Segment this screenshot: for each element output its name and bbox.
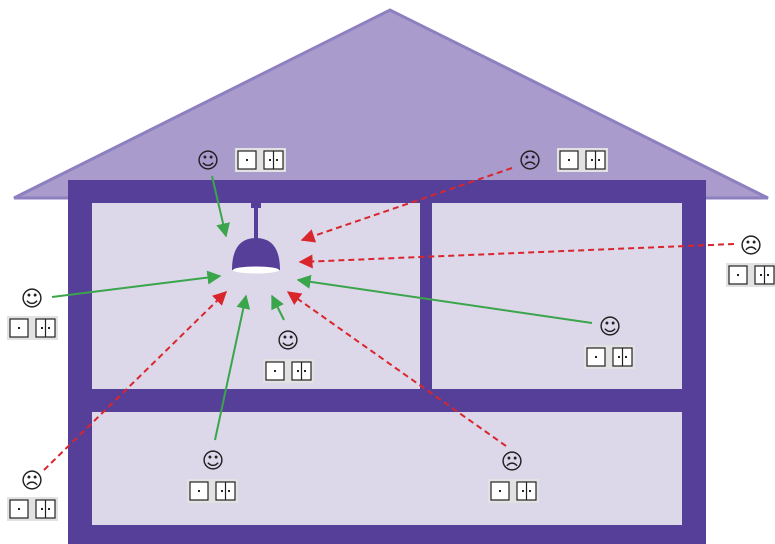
arrow-red-left-lower	[43, 291, 228, 471]
node-center-below-lamp: ☺	[263, 329, 314, 383]
arrow-green-center-below	[271, 294, 285, 321]
light-switch-icon	[7, 497, 58, 521]
room-upper-right	[432, 203, 682, 389]
node-left-upper: ☺	[7, 287, 58, 340]
arrow-red-top-right	[300, 167, 513, 243]
roof	[13, 8, 769, 200]
arrow-green-top-left	[211, 175, 230, 238]
smiley-face-icon: ☺	[277, 329, 300, 354]
light-switch-icon	[7, 316, 58, 340]
node-top-right-roof: ☹	[519, 148, 608, 174]
smiley-face-icon: ☺	[197, 149, 220, 174]
smiley-face-icon: ☺	[202, 449, 225, 474]
node-top-left-roof: ☺	[197, 148, 286, 174]
arrow-red-downstairs-right	[286, 291, 507, 447]
arrow-green-downstairs-left	[214, 294, 251, 441]
sad-face-icon: ☹	[21, 469, 44, 494]
arrow-red-right-outside	[298, 243, 735, 269]
light-switch-icon	[488, 479, 539, 503]
node-right-room: ☺	[584, 315, 635, 369]
light-switch-icon	[263, 359, 314, 383]
node-downstairs-left: ☺	[187, 449, 238, 503]
sad-face-icon: ☹	[501, 450, 524, 475]
smiley-face-icon: ☺	[599, 315, 622, 340]
light-switch-icon	[557, 148, 608, 172]
sad-face-icon: ☹	[740, 234, 763, 259]
arrow-green-right-room	[296, 274, 593, 324]
arrows-layer	[43, 167, 735, 471]
nodes-layer: ☺ ☹ ☺ ☹ ☺ ☺ ☹ ☺ ☹	[7, 148, 775, 521]
ceiling-lamp-icon	[232, 194, 280, 274]
node-left-lower: ☹	[7, 469, 58, 521]
node-right-outside: ☹	[726, 234, 775, 287]
light-switch-icon	[235, 148, 286, 172]
smiley-face-icon: ☺	[21, 287, 44, 312]
light-switch-icon	[584, 345, 635, 369]
sad-face-icon: ☹	[519, 149, 542, 174]
light-switch-icon	[726, 263, 775, 287]
light-switch-icon	[187, 479, 238, 503]
arrow-green-left-upper	[51, 270, 222, 298]
node-downstairs-right: ☹	[488, 450, 539, 503]
room-downstairs	[92, 412, 682, 525]
